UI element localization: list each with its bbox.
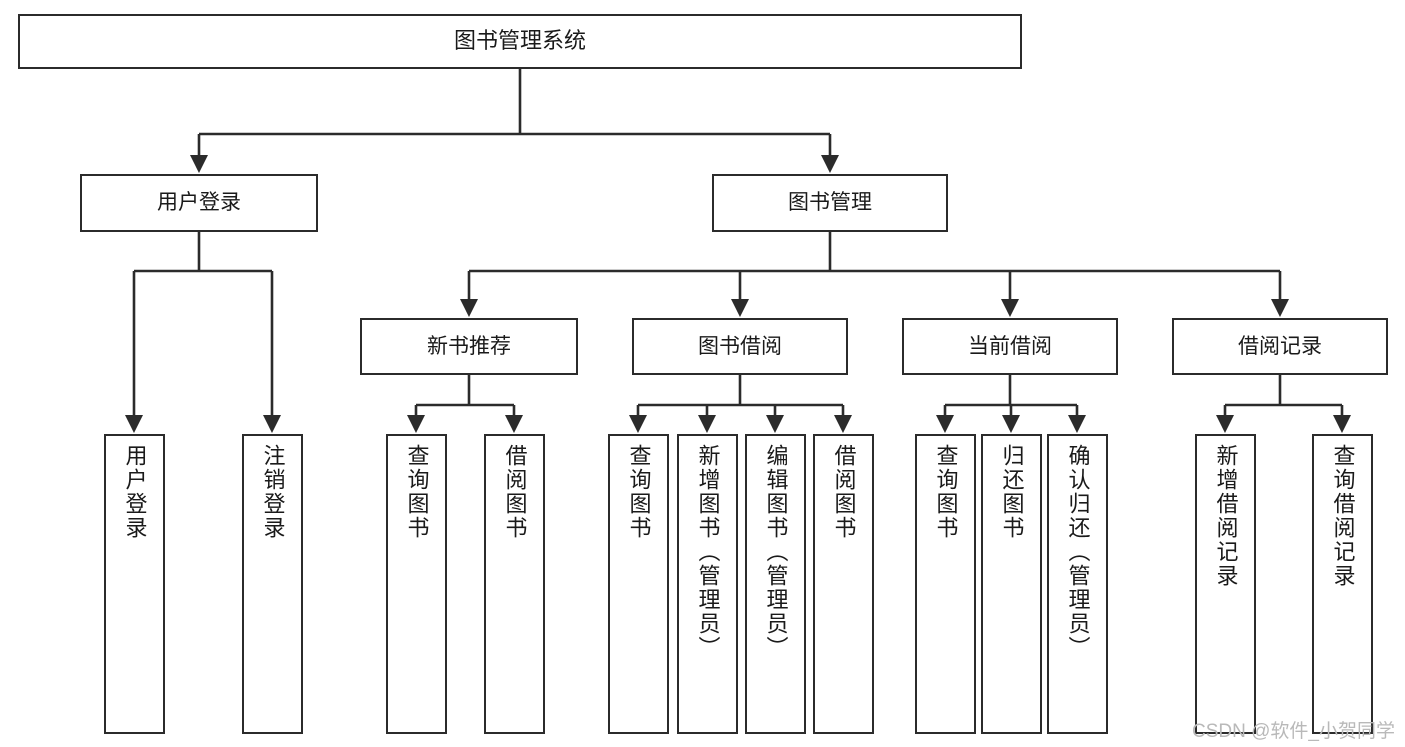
leaf-query-borrow-record[interactable]: 查询借阅记录 [1312,434,1373,734]
leaf-confirm-return-admin[interactable]: 确认归还（管理员） [1047,434,1108,734]
leaf-add-book-admin-label: 新增图书（管理员） [695,444,721,660]
leaf-return-book-label: 归还图书 [999,444,1025,540]
leaf-edit-book-admin[interactable]: 编辑图书（管理员） [745,434,806,734]
node-root[interactable]: 图书管理系统 [18,14,1022,69]
leaf-logout-label: 注销登录 [260,444,286,540]
node-current-borrow-label: 当前借阅 [968,334,1052,358]
watermark: CSDN @软件_小贺同学 [1192,721,1395,742]
leaf-lend-book[interactable]: 借阅图书 [813,434,874,734]
leaf-add-book-admin[interactable]: 新增图书（管理员） [677,434,738,734]
leaf-query-book-current[interactable]: 查询图书 [915,434,976,734]
leaf-query-book-borrow-label: 查询图书 [626,444,652,540]
node-book-management-label: 图书管理 [788,191,872,215]
node-user-login-label: 用户登录 [157,191,241,215]
node-borrow-records[interactable]: 借阅记录 [1172,318,1388,375]
leaf-query-book-borrow[interactable]: 查询图书 [608,434,669,734]
leaf-query-book-new-label: 查询图书 [404,444,430,540]
leaf-logout[interactable]: 注销登录 [242,434,303,734]
leaf-user-login[interactable]: 用户登录 [104,434,165,734]
node-new-book-recommend[interactable]: 新书推荐 [360,318,578,375]
node-book-borrow[interactable]: 图书借阅 [632,318,848,375]
node-root-label: 图书管理系统 [453,28,586,54]
leaf-user-login-label: 用户登录 [122,444,148,540]
leaf-borrow-book-new-label: 借阅图书 [502,444,528,540]
node-borrow-records-label: 借阅记录 [1238,334,1322,358]
leaf-add-borrow-record[interactable]: 新增借阅记录 [1195,434,1256,734]
leaf-confirm-return-admin-label: 确认归还（管理员） [1065,444,1091,660]
leaf-add-borrow-record-label: 新增借阅记录 [1213,444,1239,588]
leaf-edit-book-admin-label: 编辑图书（管理员） [763,444,789,660]
node-new-book-recommend-label: 新书推荐 [427,334,511,358]
leaf-query-book-current-label: 查询图书 [933,444,959,540]
node-current-borrow[interactable]: 当前借阅 [902,318,1118,375]
leaf-lend-book-label: 借阅图书 [831,444,857,540]
leaf-query-borrow-record-label: 查询借阅记录 [1330,444,1356,588]
leaf-query-book-new[interactable]: 查询图书 [386,434,447,734]
leaf-return-book[interactable]: 归还图书 [981,434,1042,734]
node-book-borrow-label: 图书借阅 [698,334,782,358]
node-book-management[interactable]: 图书管理 [712,174,948,232]
leaf-borrow-book-new[interactable]: 借阅图书 [484,434,545,734]
node-user-login[interactable]: 用户登录 [80,174,318,232]
